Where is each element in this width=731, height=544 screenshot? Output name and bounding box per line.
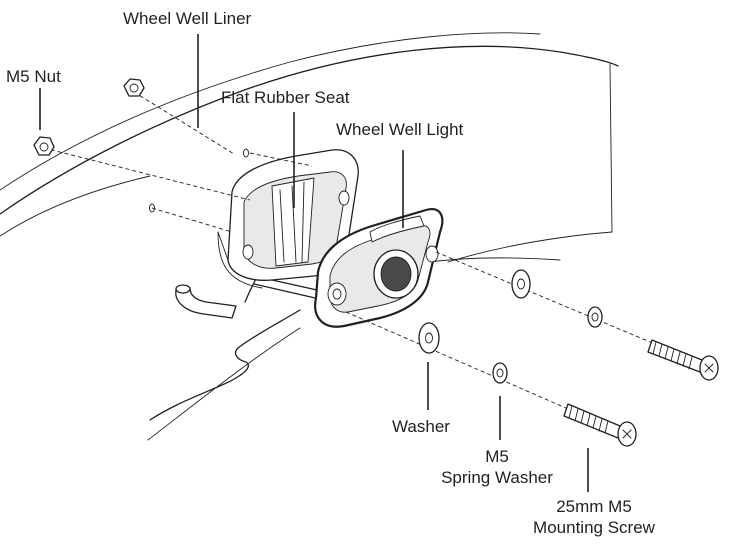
tube-fitting (175, 284, 237, 319)
label-mounting-screw-line1: 25mm M5 (556, 497, 632, 516)
mounting-screw-upper (647, 339, 719, 381)
washer-lower (418, 322, 440, 354)
m5-nut-lower (33, 136, 55, 156)
label-spring-washer: M5 Spring Washer (430, 446, 564, 488)
assembly-axes (43, 91, 713, 437)
label-washer: Washer (392, 417, 450, 436)
spring-washer-upper (587, 306, 603, 328)
wire-harness (149, 267, 301, 421)
spring-washer-lower (492, 362, 508, 384)
label-m5-nut: M5 Nut (6, 67, 61, 86)
flat-rubber-seat-part (217, 149, 359, 289)
wheel-well-liner-panel (0, 32, 619, 441)
label-spring-washer-line2: Spring Washer (441, 468, 553, 487)
liner-hole-upper (243, 148, 249, 158)
label-mounting-screw-line2: Mounting Screw (533, 518, 655, 537)
label-wheel-well-light: Wheel Well Light (336, 120, 464, 139)
liner-hole-lower (149, 203, 155, 213)
wheel-well-light-part (314, 208, 444, 328)
label-mounting-screw: 25mm M5 Mounting Screw (522, 496, 666, 538)
mounting-screw-lower (563, 403, 637, 447)
m5-nut-upper (123, 78, 145, 97)
washer-upper (511, 269, 531, 299)
leader-lines (39, 34, 589, 492)
label-spring-washer-line1: M5 (485, 447, 509, 466)
label-wheel-well-liner: Wheel Well Liner (123, 9, 252, 28)
wire-tail (429, 257, 561, 263)
label-flat-rubber-seat: Flat Rubber Seat (221, 88, 350, 107)
